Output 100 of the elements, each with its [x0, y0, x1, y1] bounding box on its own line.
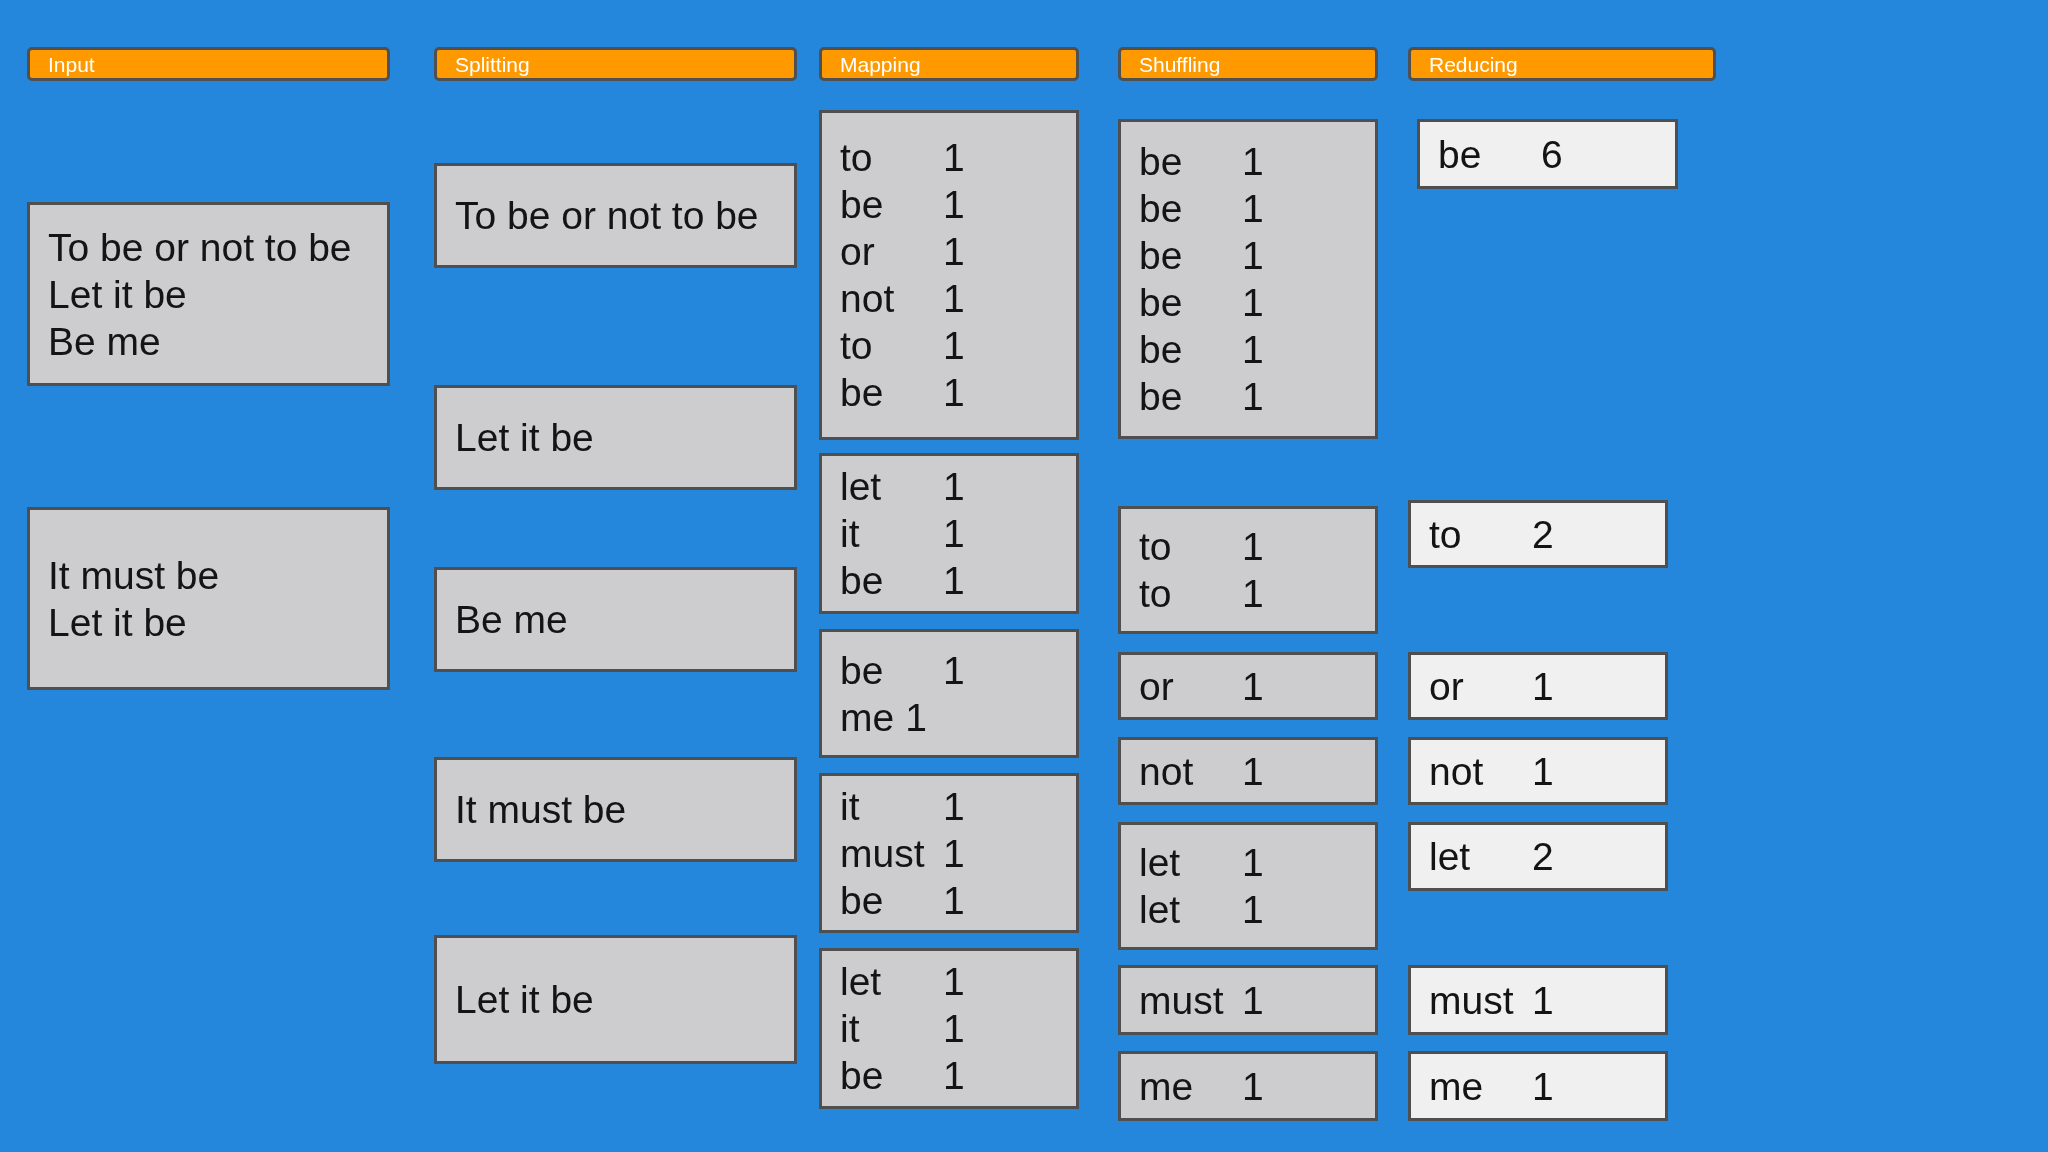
data-box [1118, 822, 1378, 950]
text-line: Let it be [48, 271, 187, 318]
text-line: To be or not to be [48, 224, 352, 271]
data-box [27, 202, 390, 386]
count-label: 1 [943, 783, 965, 830]
text-line: Be me [48, 318, 161, 365]
word-label: be [1139, 186, 1183, 232]
count-label: 1 [943, 1006, 965, 1052]
word-label: or [1429, 663, 1464, 710]
count-label: 6 [1541, 131, 1563, 178]
word-label: let [1139, 840, 1181, 886]
word-label: let [1139, 887, 1181, 933]
count-label: 2 [1532, 834, 1554, 880]
word-label: not [840, 276, 895, 322]
text-line: It must be [455, 787, 627, 833]
data-box [1118, 506, 1378, 634]
result-box [1417, 119, 1678, 189]
count-label: 1 [1242, 186, 1264, 232]
count-label: 1 [1242, 840, 1264, 886]
data-box [1118, 737, 1378, 805]
data-box [434, 935, 797, 1064]
text-line: To be or not to be [455, 193, 759, 239]
header-bar [434, 47, 797, 81]
count-label: 1 [943, 511, 965, 557]
result-box [1408, 965, 1668, 1035]
word-label: be [1139, 374, 1183, 420]
count-label: 1 [943, 135, 965, 181]
word-label: let [1429, 834, 1471, 880]
word-label: to [1139, 571, 1172, 617]
word-label: or [1139, 663, 1174, 710]
word-label: be [1139, 327, 1183, 373]
result-box [1408, 652, 1668, 720]
count-label: 1 [905, 694, 927, 741]
count-label: 1 [943, 558, 965, 604]
count-label: 1 [1242, 977, 1264, 1024]
data-box [1118, 119, 1378, 439]
count-label: 1 [1242, 280, 1264, 326]
text-line: Let it be [455, 415, 594, 461]
count-label: 1 [1242, 524, 1264, 570]
word-label: be [840, 370, 884, 416]
result-box [1408, 1051, 1668, 1121]
count-label: 1 [1242, 887, 1264, 933]
word-label: be [1139, 139, 1183, 185]
count-label: 1 [1242, 139, 1264, 185]
word-label: it [840, 511, 860, 557]
data-box [1118, 652, 1378, 720]
word-label: let [840, 959, 882, 1005]
word-label: must [1139, 977, 1224, 1024]
data-box [434, 385, 797, 490]
count-label: 1 [1532, 663, 1554, 710]
data-box [1118, 1051, 1378, 1121]
count-label: 1 [943, 464, 965, 510]
result-box [1408, 822, 1668, 891]
word-label: to [1429, 511, 1462, 558]
word-label: not [1429, 748, 1484, 795]
word-label: me [1429, 1063, 1484, 1110]
data-box [434, 567, 797, 672]
data-box [27, 507, 390, 690]
word-label: be [1139, 280, 1183, 326]
word-label: me [1139, 1063, 1194, 1110]
count-label: 1 [1242, 233, 1264, 279]
count-label: 1 [1532, 1063, 1554, 1110]
word-label: to [1139, 524, 1172, 570]
word-label: must [1429, 977, 1514, 1024]
text-line: Let it be [48, 599, 187, 646]
word-label: to [840, 323, 873, 369]
word-label: it [840, 783, 860, 830]
count-label: 1 [1242, 374, 1264, 420]
count-label: 1 [943, 370, 965, 416]
text-line: Let it be [455, 977, 594, 1023]
count-label: 1 [943, 323, 965, 369]
data-box [819, 629, 1079, 758]
header-bar [819, 47, 1079, 81]
word-label: it [840, 1006, 860, 1052]
data-box [434, 757, 797, 862]
count-label: 1 [943, 877, 965, 924]
count-label: 1 [943, 229, 965, 275]
header-label: Input [48, 51, 95, 77]
word-label: be [840, 558, 884, 604]
word-label: not [1139, 748, 1194, 795]
word-label: to [840, 135, 873, 181]
data-box [819, 948, 1079, 1109]
result-box [1408, 737, 1668, 805]
header-bar [1118, 47, 1378, 81]
word-label: be [1438, 131, 1482, 178]
word-label: let [840, 464, 882, 510]
word-label: be [1139, 233, 1183, 279]
count-label: 1 [1532, 748, 1554, 795]
count-label: 1 [943, 276, 965, 322]
data-box [819, 110, 1079, 440]
header-bar [27, 47, 390, 81]
count-label: 1 [1242, 748, 1264, 795]
word-label: be [840, 1053, 884, 1099]
header-label: Mapping [840, 51, 921, 77]
word-label: me [840, 694, 895, 741]
word-label: be [840, 647, 884, 694]
header-label: Reducing [1429, 51, 1518, 77]
data-box [434, 163, 797, 268]
count-label: 1 [1242, 1063, 1264, 1110]
result-box [1408, 500, 1668, 568]
